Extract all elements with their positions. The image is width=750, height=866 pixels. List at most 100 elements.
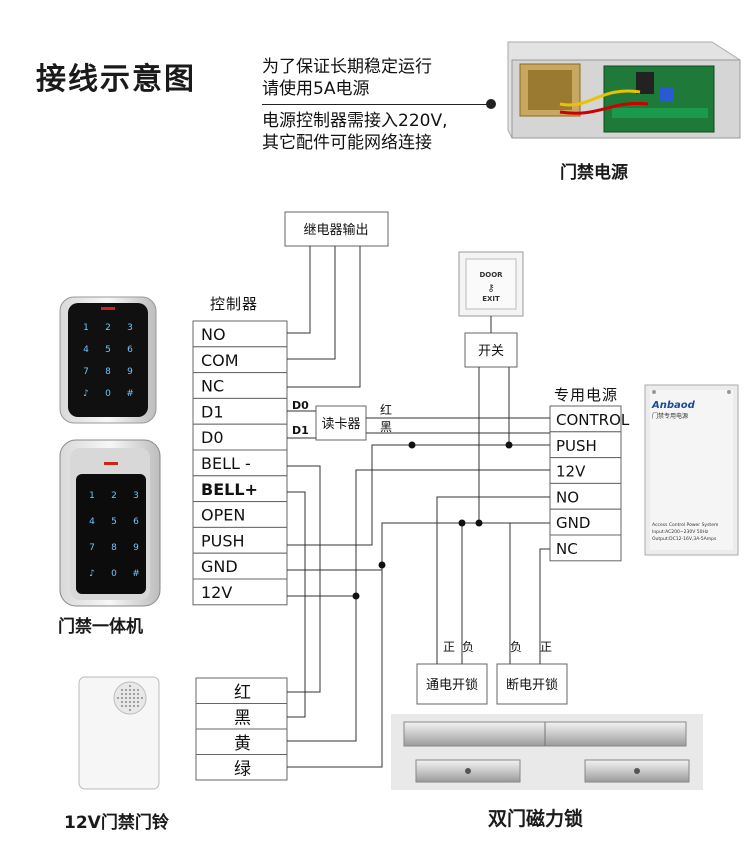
note-line-4: 其它配件可能网络连接	[262, 133, 432, 153]
d1-wire-label: D1	[292, 424, 309, 437]
keypad-key: 0	[111, 569, 117, 579]
note-line-3: 电源控制器需接入220V,	[262, 111, 448, 131]
note-divider-dot	[486, 99, 496, 109]
doorbell-wire-cell	[195, 703, 288, 730]
psu-spec-2: Input:AC200~230V 50Hz	[652, 529, 709, 535]
keypad-key: 4	[89, 517, 95, 527]
psu-terminal-label: CONTROL	[556, 411, 630, 429]
key-icon: ⚷	[487, 283, 494, 294]
keypad-key: 7	[83, 367, 89, 377]
controller-terminal-cell	[192, 397, 288, 425]
keypad-key: 0	[105, 389, 111, 399]
black-wire-label: 黑	[380, 420, 392, 434]
psu-photo-caption: 门禁电源	[560, 163, 628, 183]
speaker-hole	[133, 693, 135, 695]
controller-terminal-cell	[192, 578, 288, 606]
speaker-hole	[133, 701, 135, 703]
note-divider	[262, 104, 492, 105]
controller-terminal-cell	[192, 449, 288, 477]
card-reader-label: 读卡器	[321, 417, 360, 432]
psu-brand: Anbaod	[651, 400, 696, 411]
speaker-hole	[121, 701, 123, 703]
no-lock-pos-label: 正	[540, 640, 552, 654]
speaker-hole	[133, 705, 135, 707]
controller-terminal-label: 12V	[201, 583, 232, 602]
keypad-key: 7	[89, 543, 95, 553]
keypad-key: 9	[133, 543, 139, 553]
controller-terminal-label: PUSH	[201, 531, 245, 550]
keypad-key: 9	[127, 367, 133, 377]
controller-terminal-cell	[192, 526, 288, 554]
page-title: 接线示意图	[36, 62, 196, 97]
controller-terminal-label: BELL+	[201, 480, 258, 499]
exit-button-text-2: EXIT	[482, 295, 500, 303]
psu-terminal-cell	[549, 534, 622, 562]
relay-output-box	[284, 211, 389, 247]
bell-key-icon: ♪	[83, 389, 89, 399]
speaker-hole	[125, 701, 127, 703]
nc-lock-neg-label: 负	[462, 640, 474, 654]
keypad-key: 2	[105, 323, 111, 333]
speaker-hole	[125, 693, 127, 695]
speaker-hole	[125, 697, 127, 699]
controller-title: 控制器	[210, 295, 258, 313]
speaker-hole	[133, 697, 135, 699]
keypad-key: 8	[111, 543, 117, 553]
controller-terminal-cell	[192, 475, 288, 503]
doorbell-wire-label: 黄	[234, 734, 251, 754]
note-block-1: 为了保证长期稳定运行 请使用5A电源	[262, 56, 432, 100]
red-wire-label: 红	[380, 402, 392, 417]
speaker-hole	[141, 697, 143, 699]
nc-lock-pos-label: 正	[443, 640, 455, 654]
controller-terminal-cell	[192, 423, 288, 451]
speaker-hole	[125, 705, 127, 707]
exit-switch-box	[464, 332, 518, 368]
circuit-board-icon	[603, 65, 715, 133]
psu-title: 专用电源	[554, 386, 618, 404]
note-block-2: 电源控制器需接入220V, 其它配件可能网络连接	[262, 110, 447, 154]
no-lock-label: 断电开锁	[506, 677, 558, 693]
keypad-key: 8	[105, 367, 111, 377]
keypad-caption: 门禁一体机	[58, 617, 143, 637]
wire-junctions	[352, 441, 513, 600]
speaker-hole	[129, 693, 131, 695]
keypad-key: 2	[111, 491, 117, 501]
doorbell-wire-cell	[195, 754, 288, 781]
doorbell-wire-label: 绿	[234, 760, 251, 780]
speaker-hole	[137, 689, 139, 691]
speaker-hole	[129, 685, 131, 687]
controller-terminal-label: NO	[201, 325, 226, 344]
controller-terminal-label: D1	[201, 402, 224, 421]
maglock-device	[391, 714, 703, 790]
keypad-key: 3	[127, 323, 133, 333]
psu-brand-sub: 门禁专用电源	[652, 412, 688, 420]
doorbell-caption: 12V门禁门铃	[64, 813, 169, 833]
note-line-1: 为了保证长期稳定运行	[262, 57, 432, 77]
d0-wire-label: D0	[292, 399, 309, 412]
keypad-key: 3	[133, 491, 139, 501]
speaker-hole	[121, 689, 123, 691]
speaker-hole	[121, 705, 123, 707]
keypad-key: #	[126, 389, 134, 399]
controller-terminal-label: D0	[201, 428, 224, 447]
keypad-key: 1	[83, 323, 89, 333]
speaker-hole	[137, 697, 139, 699]
controller-terminal-cell	[192, 552, 288, 580]
speaker-hole	[137, 701, 139, 703]
speaker-hole	[117, 697, 119, 699]
maglock-caption: 双门磁力锁	[488, 808, 584, 830]
psu-terminal-cell	[549, 508, 622, 536]
psu-terminal-label: GND	[556, 514, 590, 532]
wires	[287, 246, 550, 768]
speaker-hole	[129, 701, 131, 703]
speaker-hole	[125, 689, 127, 691]
speaker-hole	[133, 689, 135, 691]
keypad-key: #	[132, 569, 140, 579]
exit-button: DOOR EXIT ⚷	[458, 251, 524, 317]
psu-terminal-label: 12V	[556, 463, 586, 481]
keypad-key: 6	[127, 345, 133, 355]
psu-terminal-label: NO	[556, 488, 579, 506]
